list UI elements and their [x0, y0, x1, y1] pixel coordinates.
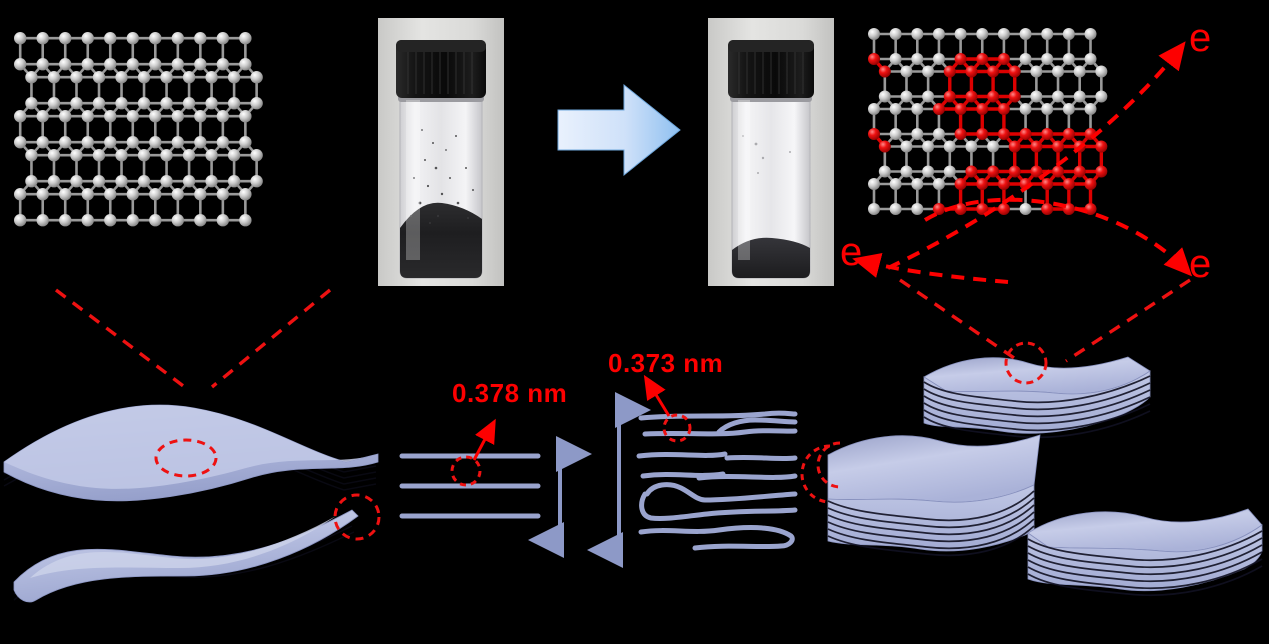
vial-after — [708, 18, 834, 286]
leader-line-right-a — [899, 278, 1021, 364]
zoom-circle-spacing-after — [662, 413, 692, 443]
zoom-circle-stack-1 — [1004, 341, 1048, 385]
zoom-circle-edge — [800, 444, 831, 504]
leader-line-left-b — [210, 288, 332, 389]
pristine-lattice-svg — [14, 32, 263, 227]
zoom-circle-spacing-before — [450, 455, 482, 487]
process-arrow-svg — [557, 83, 681, 177]
vial-after-svg — [708, 18, 834, 286]
spacing-before-pointer — [472, 418, 496, 461]
graphite-layer-lines — [399, 453, 541, 519]
ordered-layers-diagram — [399, 418, 592, 558]
spacing-label-before: 0.378 nm — [452, 378, 568, 408]
left-leader-lines — [54, 288, 332, 390]
electron-arrow-up-right — [887, 41, 1186, 270]
disordered-layer-lines — [636, 410, 798, 551]
disordered-layers-diagram — [587, 374, 798, 568]
graphite-sheet-lower — [13, 509, 359, 603]
exfoliated-stack-2 — [827, 434, 1041, 557]
zoom-circle-left-lower — [333, 493, 381, 541]
right-leader-lines — [899, 278, 1191, 364]
electron-label-left: e — [840, 230, 863, 274]
electron-label-bottom-right: e — [1189, 242, 1212, 286]
exfoliated-stacks — [816, 341, 1263, 597]
process-arrow — [556, 80, 684, 180]
electron-arrow-down-right — [923, 197, 1193, 277]
vial-before — [378, 18, 504, 286]
leader-line-right-b — [1065, 278, 1191, 363]
leader-line-left-a — [54, 288, 188, 390]
graphite-sheets-left — [3, 404, 381, 603]
electron-arrow-left — [852, 253, 1009, 284]
graphite-sheet-upper — [3, 404, 379, 502]
defective-lattice-svg — [868, 28, 1108, 215]
electron-label-top-right: e — [1189, 16, 1212, 60]
electron-path-arrows — [852, 41, 1193, 284]
defective-lattice-panel — [866, 26, 1206, 276]
spacing-label-after: 0.373 nm — [608, 348, 724, 378]
spacing-after-pointer — [643, 374, 671, 417]
pristine-lattice-panel — [12, 30, 360, 280]
vial-before-svg — [378, 18, 504, 286]
exfoliated-stack-3 — [1027, 508, 1263, 597]
exfoliated-stack-1 — [923, 356, 1151, 439]
zoom-circle-left-upper — [154, 438, 218, 478]
